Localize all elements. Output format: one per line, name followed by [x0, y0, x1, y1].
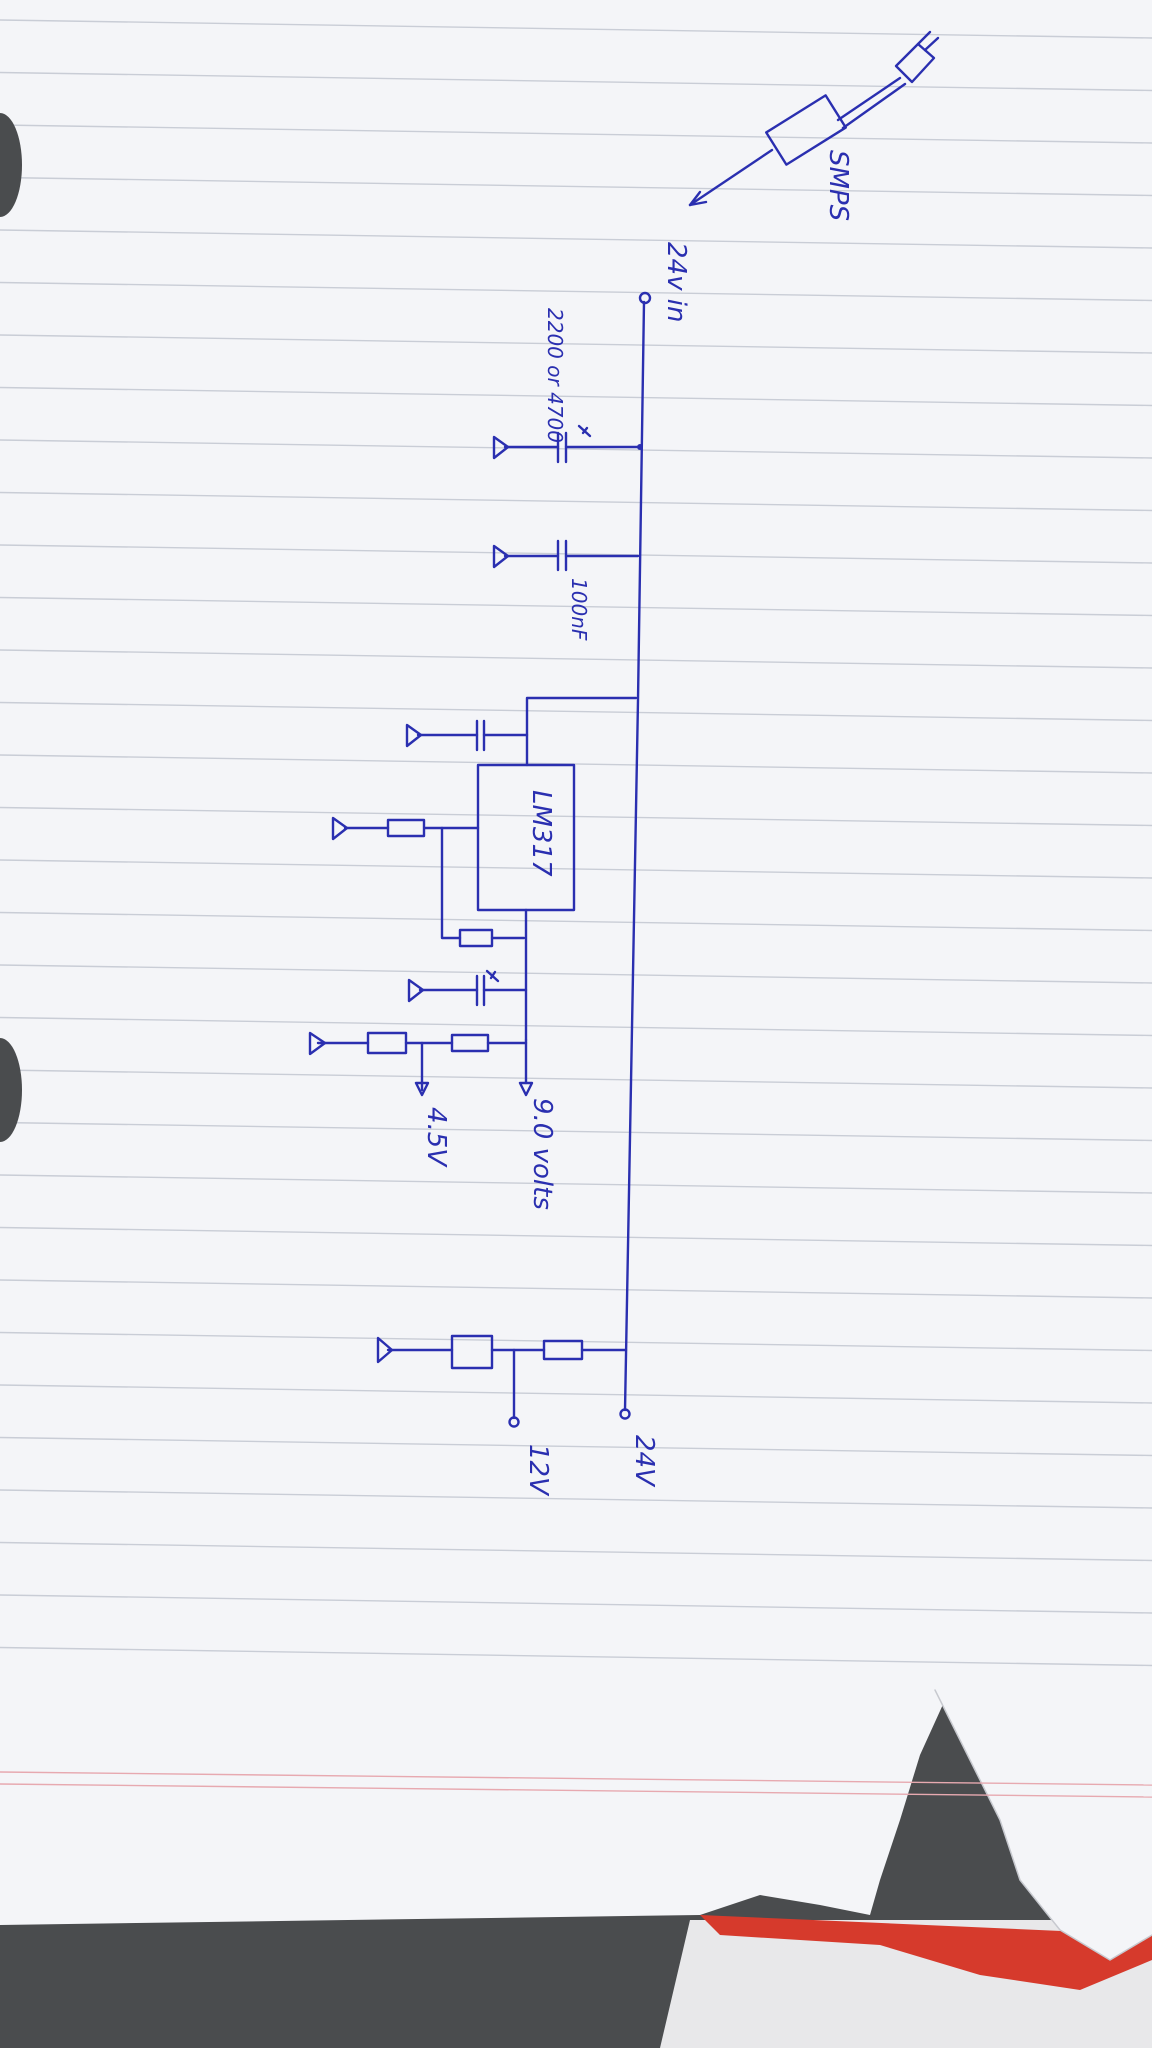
ruled-line — [0, 806, 1152, 827]
reg-output-label: 9.0 volts — [527, 1098, 557, 1210]
input-label: 24v in — [661, 242, 691, 322]
ruled-line — [0, 176, 1152, 197]
arrowhead-icon — [688, 190, 708, 207]
output-24-terminal — [619, 1408, 631, 1420]
torn-edge — [934, 1689, 1152, 1961]
ruled-line — [0, 229, 1152, 249]
ruled-line — [0, 1489, 1152, 1509]
ruled-line — [0, 1279, 1152, 1299]
ground-icon — [405, 723, 423, 748]
ruled-line — [0, 334, 1152, 354]
ruled-line — [0, 1646, 1152, 1667]
ruled-line — [0, 71, 1152, 92]
ceramic-cap-label: 100nF — [567, 578, 591, 641]
main-rail — [623, 300, 646, 1412]
ruled-line — [0, 1174, 1152, 1194]
reg-input-wire — [525, 696, 638, 767]
arrowhead-icon — [518, 1081, 534, 1097]
ruled-line — [0, 911, 1152, 932]
smps-output-lead — [688, 148, 774, 207]
ruled-line — [0, 19, 1152, 39]
ruled-line — [0, 1384, 1152, 1404]
ruled-line — [0, 1541, 1152, 1562]
smps-label: SMPS — [823, 150, 853, 221]
ground-icon — [492, 544, 510, 569]
ruled-line — [0, 964, 1152, 984]
output-24-label: 24V — [629, 1435, 659, 1488]
ground-icon — [308, 1031, 327, 1056]
divider-network — [308, 1031, 528, 1097]
ruled-line — [0, 1016, 1152, 1037]
arrowhead-icon — [414, 1081, 430, 1097]
ground-icon — [407, 978, 425, 1003]
power-cord — [836, 76, 907, 130]
ruled-line — [0, 1121, 1152, 1142]
output-12-label: 12V — [523, 1444, 553, 1497]
output-12-terminal — [508, 1416, 520, 1428]
binder-hole-bottom — [0, 1038, 22, 1142]
margin-line — [0, 1771, 1152, 1786]
ruled-line — [0, 1594, 1152, 1614]
rail-divider — [376, 1334, 628, 1428]
ruled-line — [0, 859, 1152, 879]
reg-input-capacitor — [405, 719, 529, 752]
ground-icon — [376, 1336, 394, 1364]
ruled-line — [0, 124, 1152, 144]
ruled-line — [0, 439, 1152, 459]
ruled-line — [0, 701, 1152, 722]
ground-icon — [331, 816, 349, 841]
ruled-line — [0, 754, 1152, 774]
ruled-line — [0, 386, 1152, 407]
regulator-label: LM317 — [526, 790, 556, 877]
ruled-line — [0, 1226, 1152, 1247]
red-folder — [700, 1915, 1152, 1990]
ruled-line — [0, 544, 1152, 564]
smps-block — [765, 94, 847, 166]
ruled-line — [0, 649, 1152, 669]
binder-hole-top — [0, 113, 22, 217]
mains-plug-icon — [894, 30, 940, 84]
ground-icon — [492, 435, 510, 460]
notebook-page — [0, 0, 1152, 1960]
ruled-line — [0, 491, 1152, 512]
adjust-network — [331, 816, 526, 948]
cap-value-label: 2200 or 4700 — [543, 308, 567, 443]
electrolytic-capacitor — [492, 424, 643, 464]
ruled-line — [0, 1069, 1152, 1089]
output-capacitor — [407, 969, 528, 1007]
ceramic-capacitor — [492, 539, 640, 572]
ruled-line — [0, 596, 1152, 617]
circuit: SMPS 24v in 2200 or 4700 100nF — [308, 30, 940, 1497]
margin-line-2 — [0, 1783, 1152, 1798]
ruled-lines — [0, 19, 1152, 1667]
ruled-line — [0, 1436, 1152, 1457]
half-output-label: 4.5V — [421, 1107, 451, 1168]
ruled-line — [0, 281, 1152, 302]
